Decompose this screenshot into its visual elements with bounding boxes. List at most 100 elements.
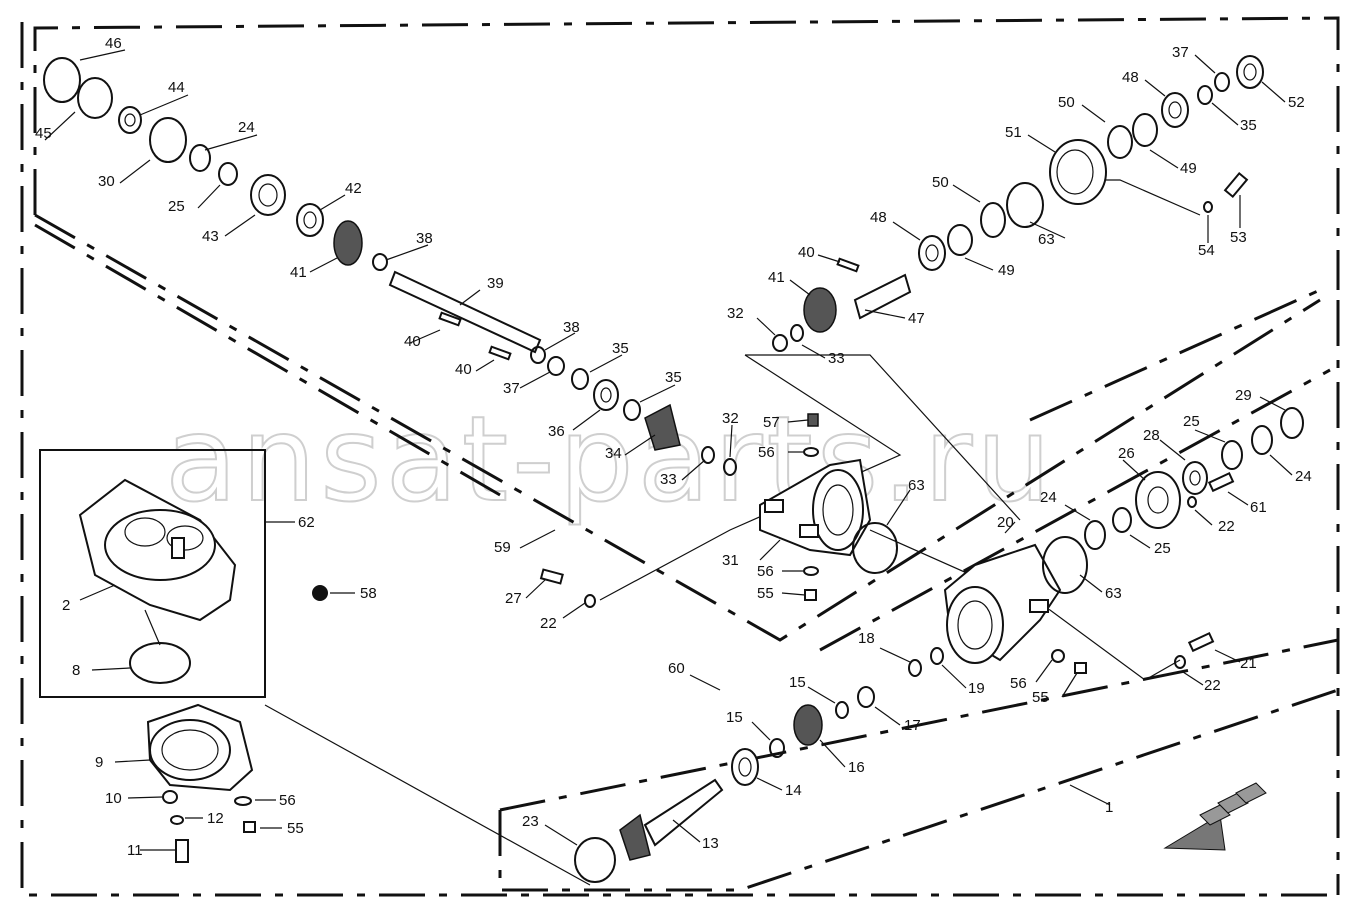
callout-24: 24 — [204, 119, 258, 151]
callout-24: 24 — [1269, 454, 1312, 485]
callout-leader — [1081, 104, 1106, 123]
callout-23: 23 — [522, 813, 578, 846]
callout-31: 31 — [722, 539, 781, 569]
callout-leader — [729, 424, 733, 458]
callout-62: 62 — [265, 514, 315, 531]
callout-leader — [1214, 649, 1241, 663]
callout-leader — [44, 111, 76, 141]
flange-26 — [1135, 471, 1181, 529]
callout-number: 23 — [522, 813, 539, 830]
ring-17 — [857, 686, 875, 708]
callout-number: 25 — [168, 198, 185, 215]
outer-frame — [20, 16, 1340, 897]
callout-1: 1 — [1069, 784, 1113, 816]
pinion-13-shaft — [643, 778, 724, 847]
callout-leader — [1159, 439, 1186, 461]
callout-2: 2 — [62, 584, 116, 614]
gear-16 — [793, 704, 823, 746]
callout-leader — [964, 257, 994, 271]
callout-55: 55 — [260, 820, 304, 837]
callout-leader — [525, 579, 546, 599]
callout-number: 15 — [789, 674, 806, 691]
callout-40: 40 — [455, 359, 495, 378]
callout-55: 55 — [1032, 672, 1078, 706]
callout-55: 55 — [757, 585, 806, 602]
callout-number: 38 — [563, 319, 580, 336]
callout-46: 46 — [79, 35, 126, 61]
upper-right-assembly — [772, 55, 1264, 352]
callout-54: 54 — [1198, 215, 1215, 259]
callout-56: 56 — [255, 792, 296, 809]
callout-leader — [756, 317, 776, 336]
callout-37: 37 — [503, 371, 551, 397]
callout-number: 55 — [757, 585, 774, 602]
callout-leader — [1211, 102, 1239, 126]
gearbox-assembly-2 — [78, 478, 328, 684]
callout-leader — [941, 664, 967, 689]
ring-29 — [1280, 407, 1304, 439]
callout-50: 50 — [1058, 94, 1106, 123]
o-ring-23 — [574, 837, 616, 883]
bearing-14 — [731, 748, 759, 786]
key-40c — [836, 257, 860, 273]
grease-58 — [312, 585, 328, 601]
bearing-28 — [1182, 461, 1208, 495]
callout-number: 24 — [1295, 468, 1312, 485]
callout-leader — [385, 244, 429, 261]
callout-22: 22 — [1194, 509, 1235, 535]
ring-19 — [930, 647, 944, 665]
callout-57: 57 — [763, 414, 809, 431]
callout-leader — [952, 184, 981, 203]
ring-15a — [769, 738, 785, 758]
callout-number: 1 — [1105, 799, 1113, 816]
callout-leader — [801, 344, 826, 359]
callout-leader — [807, 686, 836, 704]
washer-12 — [170, 815, 184, 825]
callout-leader — [519, 529, 556, 549]
callout-leader — [886, 489, 911, 526]
ring-25a — [218, 162, 238, 186]
ring-49b — [947, 224, 973, 256]
callout-leader — [1261, 81, 1286, 103]
callout-40: 40 — [798, 244, 841, 263]
ring-37a — [547, 356, 565, 376]
callout-33: 33 — [801, 344, 845, 367]
callout-leader — [1122, 459, 1146, 481]
bolt-61 — [1207, 471, 1235, 493]
bolt-21 — [1187, 631, 1215, 653]
key-40a — [438, 311, 462, 327]
callout-14: 14 — [756, 777, 802, 799]
callout-41: 41 — [768, 269, 811, 296]
callout-37: 37 — [1172, 44, 1216, 74]
callout-leader — [1269, 454, 1293, 476]
callout-number: 40 — [404, 333, 421, 350]
callout-29: 29 — [1235, 387, 1286, 411]
callout-48: 48 — [870, 209, 921, 241]
callout-number: 25 — [1154, 540, 1171, 557]
callout-number: 38 — [416, 230, 433, 247]
callout-leader — [544, 824, 578, 846]
callout-number: 2 — [62, 597, 70, 614]
callout-48: 48 — [1122, 69, 1166, 97]
callout-56: 56 — [757, 563, 803, 580]
callout-50: 50 — [932, 174, 981, 203]
callout-22: 22 — [540, 602, 586, 632]
callout-number: 56 — [279, 792, 296, 809]
seal-52 — [1236, 55, 1264, 89]
callout-61: 61 — [1227, 491, 1267, 516]
callout-40: 40 — [404, 329, 441, 350]
callout-leader — [1129, 534, 1151, 549]
callout-number: 46 — [105, 35, 122, 52]
callout-leader — [572, 409, 601, 431]
callout-number: 56 — [757, 563, 774, 580]
callout-60: 60 — [668, 660, 721, 691]
washer-56d — [1051, 649, 1065, 663]
bolt-53 — [1223, 171, 1249, 199]
ring-33a — [701, 446, 715, 464]
callout-number: 19 — [968, 680, 985, 697]
bolt-27 — [539, 568, 564, 585]
callout-number: 41 — [768, 269, 785, 286]
callout-leader — [544, 332, 576, 351]
callout-15: 15 — [789, 674, 836, 704]
